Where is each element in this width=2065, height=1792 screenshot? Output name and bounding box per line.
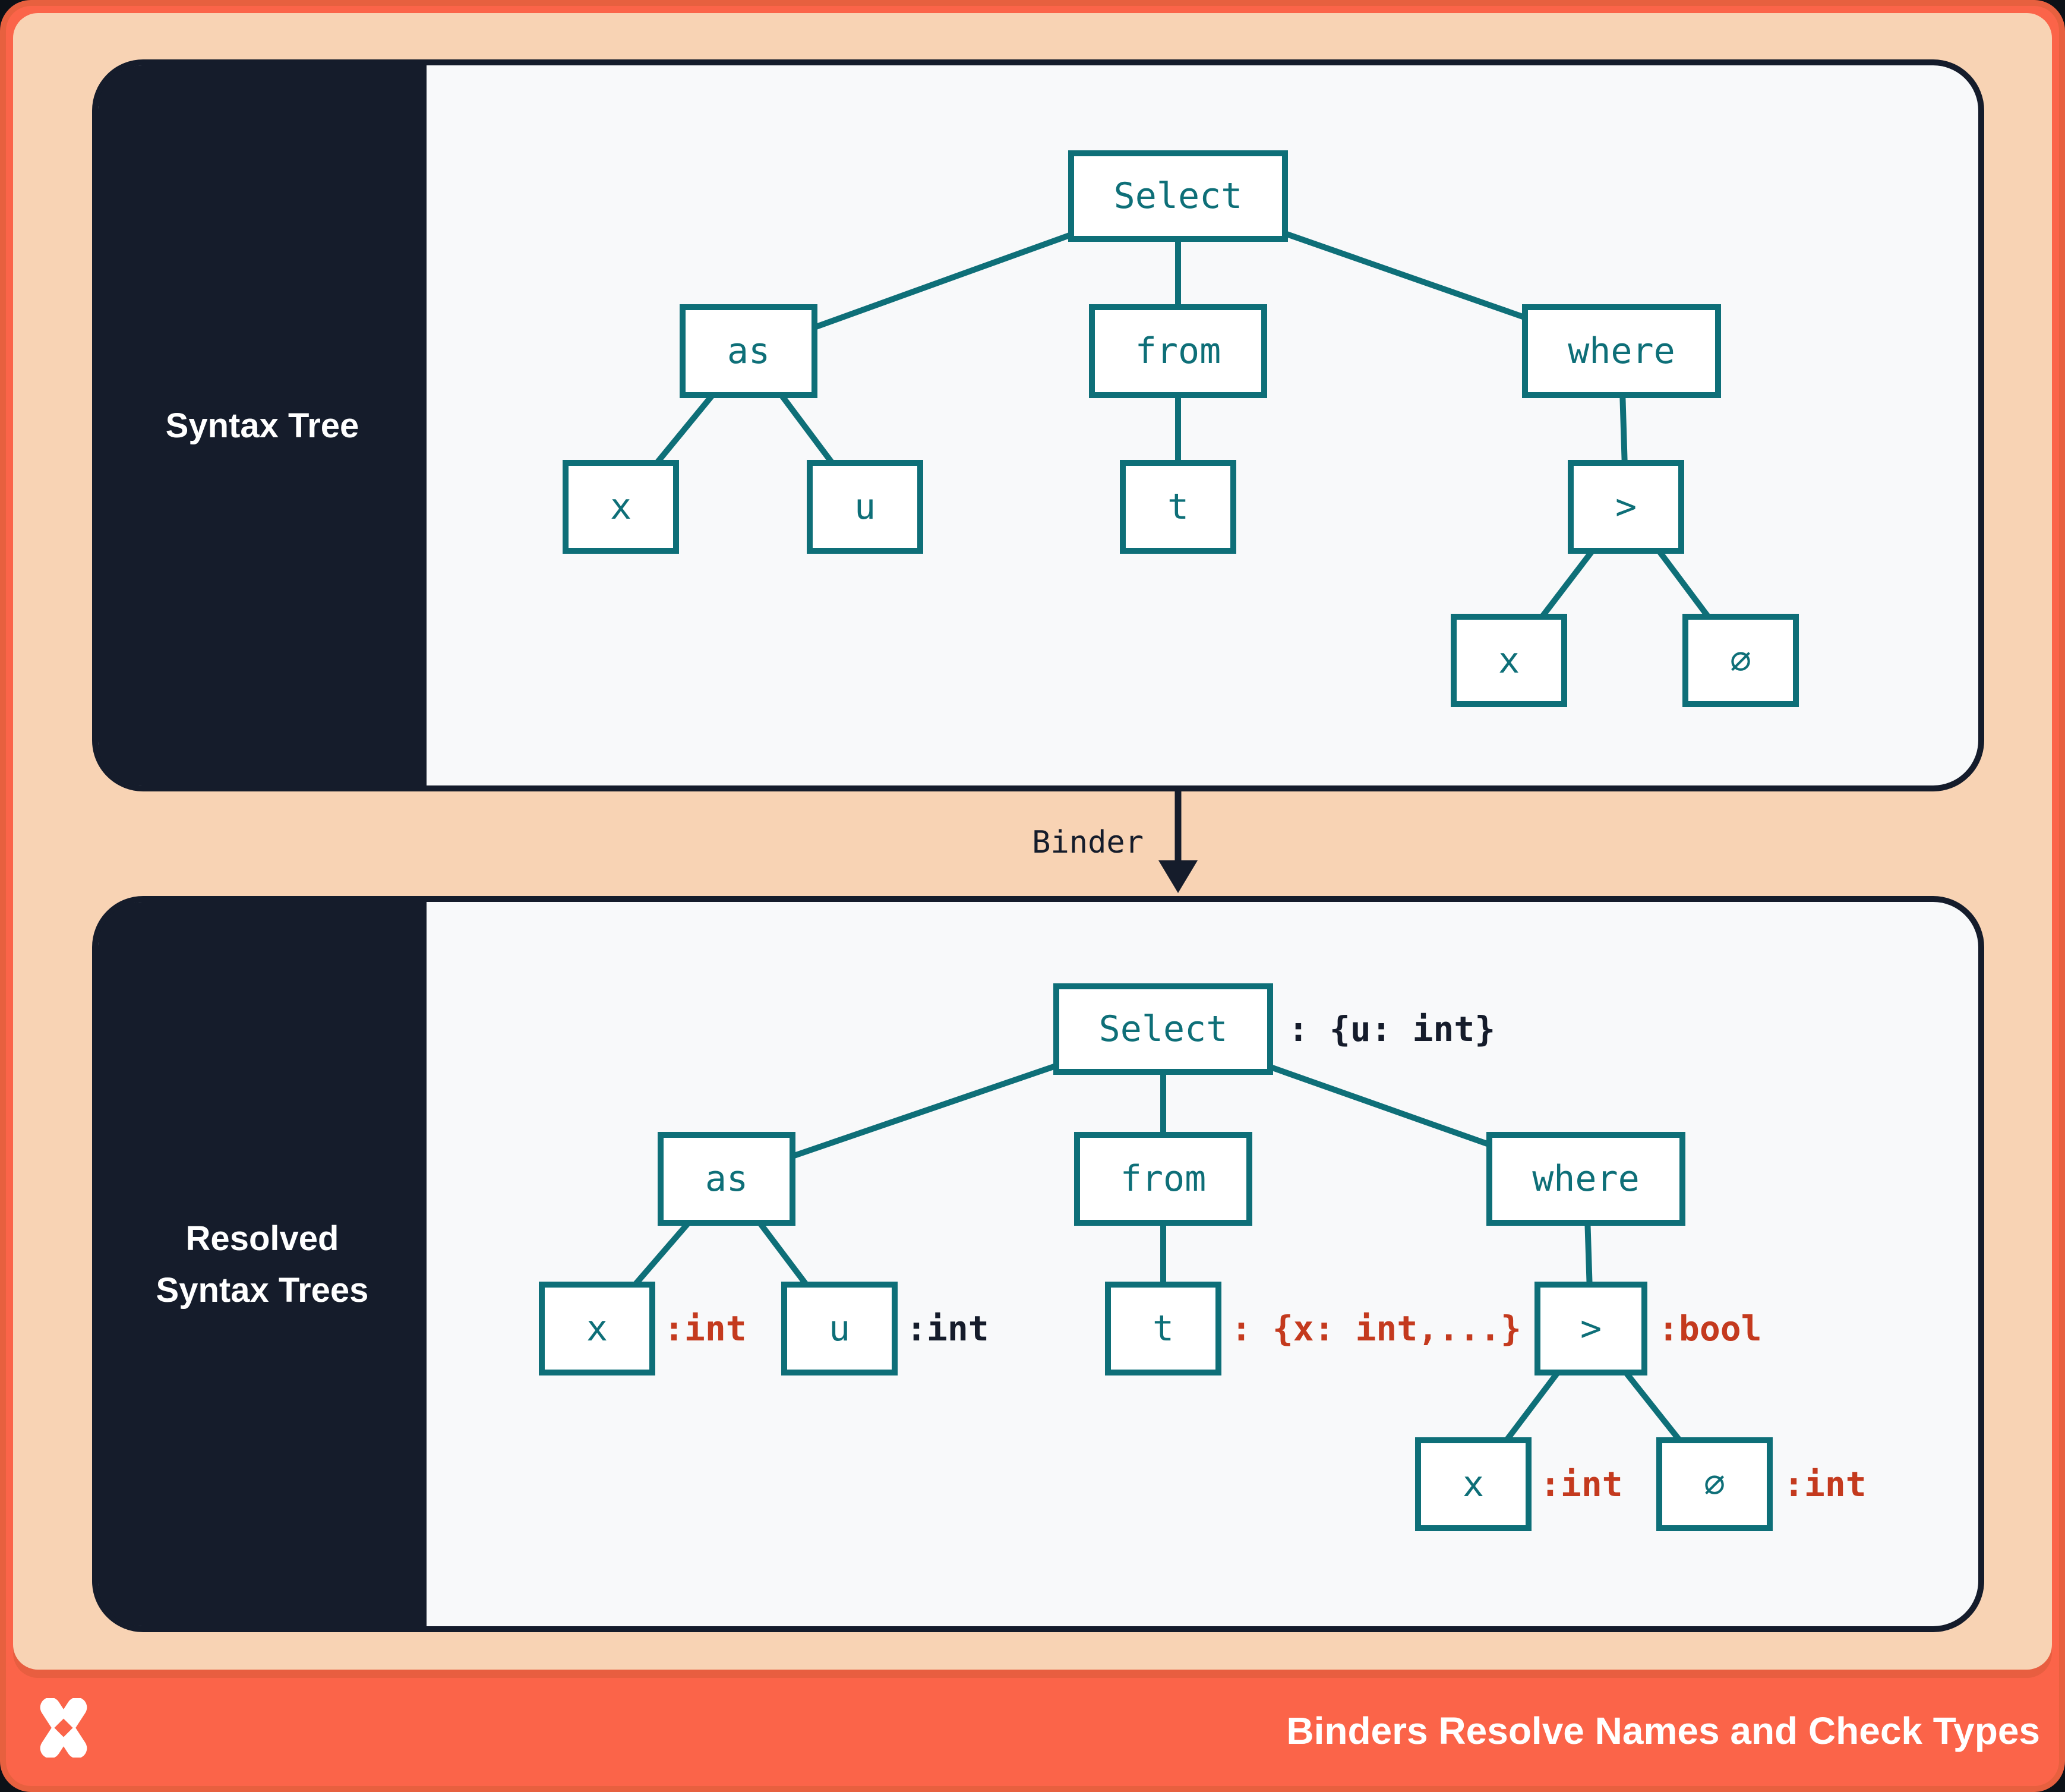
type-annotation-x: :int	[1540, 1464, 1623, 1504]
node-t: t	[1105, 1282, 1221, 1375]
type-annotation-select: : {u: int}	[1288, 1009, 1496, 1049]
node-zero: ∅	[1682, 614, 1799, 707]
node-greater-than: >	[1568, 460, 1684, 554]
footer-title: Binders Resolve Names and Check Types	[1286, 1709, 2040, 1752]
node-where: where	[1522, 304, 1721, 398]
node-from: from	[1089, 304, 1267, 398]
resolved-sidebar-label-line2: Syntax Trees	[156, 1270, 369, 1310]
resolved-sidebar-label-line1: Resolved	[185, 1219, 339, 1258]
node-x: x	[539, 1282, 655, 1375]
node-as: as	[680, 304, 817, 398]
binder-arrow-icon	[1158, 791, 1198, 893]
node-select: Select	[1068, 150, 1288, 242]
binder-label: Binder	[1032, 825, 1144, 860]
syntax-tree-panel: Syntax Tree Select as from where x u t >…	[92, 59, 1984, 791]
node-select: Select	[1053, 983, 1273, 1075]
resolved-syntax-trees-panel: Resolved Syntax Trees Select : {u: int} …	[92, 896, 1984, 1632]
node-x: x	[1451, 614, 1567, 707]
node-zero: ∅	[1656, 1437, 1773, 1531]
type-annotation-zero: :int	[1783, 1464, 1867, 1504]
node-u: u	[781, 1282, 898, 1375]
node-u: u	[807, 460, 923, 554]
type-annotation-t: : {x: int,...}	[1231, 1308, 1521, 1349]
node-x: x	[563, 460, 679, 554]
node-greater-than: >	[1534, 1282, 1647, 1375]
node-t: t	[1120, 460, 1236, 554]
type-annotation-x: :int	[664, 1308, 747, 1349]
type-annotation-u: :int	[906, 1308, 989, 1349]
syntax-tree-sidebar: Syntax Tree	[98, 65, 427, 785]
node-x: x	[1415, 1437, 1532, 1531]
type-annotation-greater-than: :bool	[1658, 1308, 1762, 1349]
syntax-tree-sidebar-label: Syntax Tree	[165, 406, 359, 445]
x-mark-logo-icon	[40, 1698, 87, 1758]
node-where: where	[1486, 1132, 1685, 1226]
node-from: from	[1074, 1132, 1252, 1226]
resolved-syntax-trees-sidebar: Resolved Syntax Trees	[98, 902, 427, 1626]
node-as: as	[658, 1132, 795, 1226]
